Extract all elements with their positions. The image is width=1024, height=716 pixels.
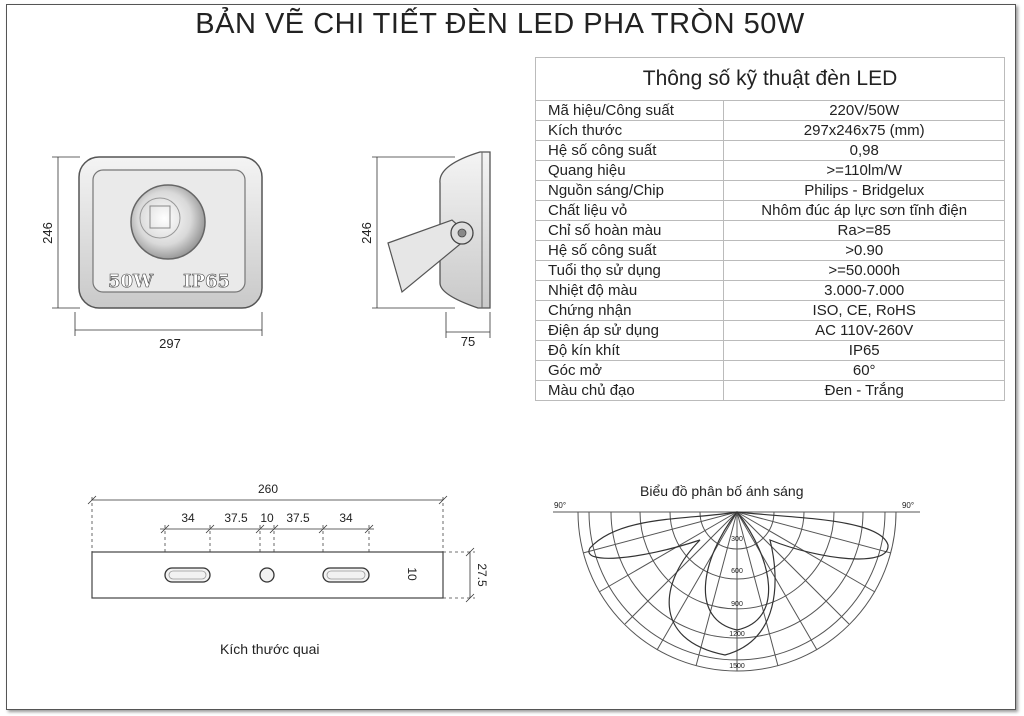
spec-value: Đen - Trắng [723, 380, 1005, 401]
bracket-drawing: 260 34 37.5 10 37.5 34 10 27.5 [87, 482, 489, 603]
spec-value: Philips - Bridgelux [723, 180, 1005, 201]
bracket-slot-label: 10 [405, 567, 419, 581]
table-row: Quang hiệu>=110lm/W [534, 160, 1005, 181]
front-view-dim-lines [52, 156, 263, 336]
lens-icon [130, 184, 206, 260]
bracket-dim-lines [87, 495, 475, 603]
badge-ip: IP65 [183, 271, 230, 292]
spec-table: Thông số kỹ thuật đèn LED Mã hiệu/Công s… [534, 57, 1005, 401]
polar-ring-label: 600 [731, 568, 743, 575]
front-width-label: 297 [159, 336, 181, 351]
bracket-total-label: 260 [258, 482, 278, 496]
bracket-slot-left-inner [168, 570, 207, 580]
page-title: BẢN VẼ CHI TIẾT ĐÈN LED PHA TRÒN 50W [195, 8, 805, 40]
front-height-label: 246 [40, 222, 55, 244]
polar-ring-label: 1500 [729, 663, 745, 670]
polar-caption: Biểu đồ phân bố ánh sáng [640, 483, 804, 499]
bracket-caption: Kích thước quai [220, 641, 320, 657]
polar-light-curve [588, 511, 889, 656]
table-row: Tuổi thọ sử dụng>=50.000h [534, 260, 1005, 281]
spec-label: Điện áp sử dụng [534, 320, 725, 341]
polar-angle-right: 90° [902, 501, 914, 510]
polar-angle-left: 90° [554, 501, 566, 510]
spec-value: 297x246x75 (mm) [723, 120, 1005, 141]
bracket-slot-right-inner [326, 570, 366, 580]
polar-diagram: 300 600 900 1200 1500 90° 90° [553, 501, 920, 672]
bracket-seg-label: 37.5 [286, 511, 310, 525]
polar-grid [553, 511, 920, 672]
bracket-height-label: 27.5 [475, 563, 489, 587]
bracket-slot-left [164, 567, 211, 583]
spec-label: Nguồn sáng/Chip [534, 180, 725, 201]
bolt-center-icon [457, 228, 467, 238]
spec-label: Màu chủ đạo [534, 380, 725, 401]
bracket-seg-label: 34 [339, 511, 353, 525]
bracket-seg-label: 37.5 [224, 511, 248, 525]
table-row: Hệ số công suất>0.90 [534, 240, 1005, 261]
spec-value: Nhôm đúc áp lực sơn tĩnh điện [723, 200, 1005, 221]
bracket-center-hole [259, 567, 275, 583]
side-view-dim-lines [372, 156, 491, 338]
bracket-seg-label: 10 [260, 511, 274, 525]
bracket-slot-right [322, 567, 370, 583]
spec-label: Hệ số công suất [534, 140, 725, 161]
spec-label: Kích thước [534, 120, 725, 141]
polar-ring-label: 1200 [729, 631, 745, 638]
spec-label: Chỉ số hoàn màu [534, 220, 725, 241]
spec-value: >=110lm/W [723, 160, 1005, 181]
polar-ring-label: 900 [731, 601, 743, 608]
spec-value: 3.000-7.000 [723, 280, 1005, 301]
spec-label: Hệ số công suất [534, 240, 725, 261]
polar-ring-label: 300 [731, 536, 743, 543]
led-die-icon [149, 205, 171, 229]
led-chip-icon [139, 197, 181, 239]
spec-label: Chất liệu vỏ [534, 200, 725, 221]
badge-power: 50W [108, 271, 154, 292]
side-depth-label: 75 [461, 334, 475, 349]
spec-value: ISO, CE, RoHS [723, 300, 1005, 321]
front-view: 50W IP65 246 297 [40, 156, 263, 351]
side-view: 246 75 [359, 151, 491, 349]
side-height-label: 246 [359, 222, 374, 244]
spec-label: Nhiệt độ màu [534, 280, 725, 301]
bracket-seg-label: 34 [181, 511, 195, 525]
drawing-frame [6, 4, 1016, 710]
